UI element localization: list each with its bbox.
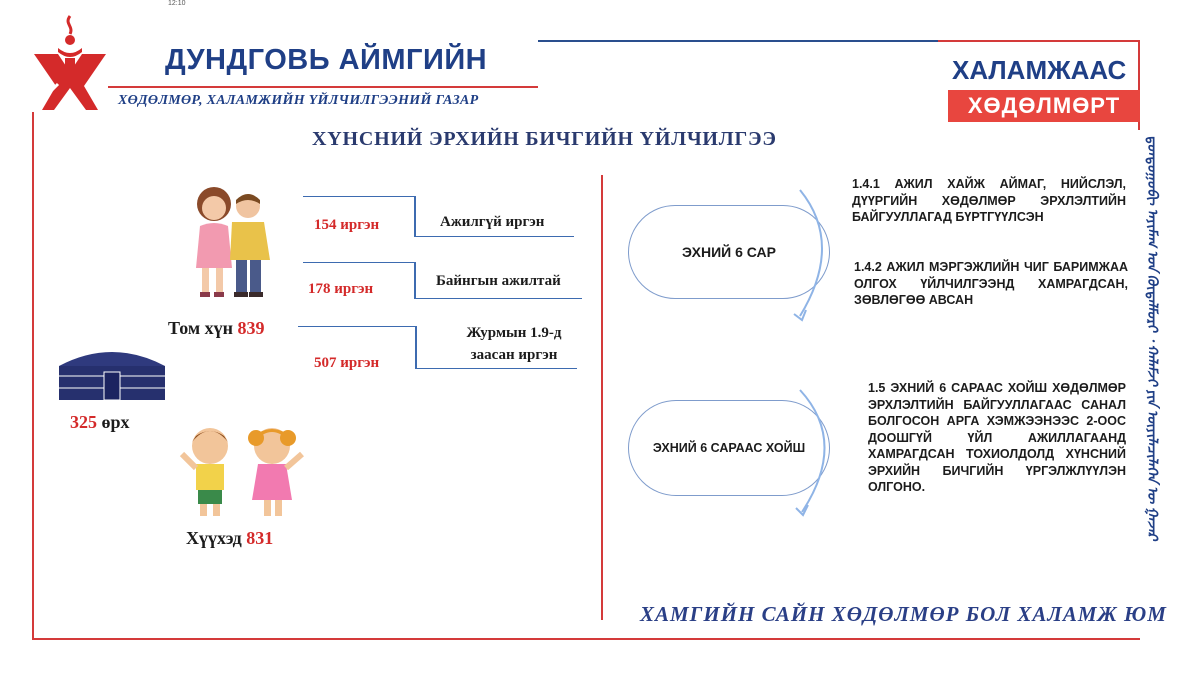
header-subtitle: ХӨДӨЛМӨР, ХАЛАМЖИЙН ҮЙЛЧИЛГЭЭНИЙ ГАЗАР bbox=[118, 93, 479, 108]
period-first-6-months: ЭХНИЙ 6 САР bbox=[628, 205, 830, 299]
vertical-script-text: ᠳ᠋ᠤᠨᠳᠤᠭᠣᠪᠢ ᠠᠶᠢᠮᠠᠭ ᠤᠨ ᠬᠥᠳᠡᠯᠮᠦᠷᠢ ᠂ ᠬᠠᠯᠠᠮᠵᠢ… bbox=[1144, 135, 1159, 541]
adults-label-text: Том хүн bbox=[168, 318, 233, 338]
period-1-item-1: 1.4.1 АЖИЛ ХАЙЖ АЙМАГ, НИЙСЛЭЛ, ДҮҮРГИЙН… bbox=[852, 177, 1126, 224]
header-title: ДУНДГОВЬ АЙМГИЙН bbox=[165, 44, 488, 76]
adults-arrow-3 bbox=[298, 326, 416, 327]
household-count: 325 bbox=[70, 412, 97, 432]
adults-arrow-2-tail bbox=[414, 298, 582, 299]
adult-couple-illustration bbox=[178, 180, 278, 298]
period-1-item-2: 1.4.2 АЖИЛ МЭРГЭЖЛИЙН ЧИГ БАРИМЖАА ОЛГОХ… bbox=[854, 260, 1128, 307]
group-label-regulation: Журмын 1.9-д заасан иргэн bbox=[466, 325, 562, 363]
period-first-6-months-label: ЭХНИЙ 6 САР bbox=[682, 244, 776, 260]
group-count-employed: 178 иргэн bbox=[308, 281, 374, 297]
group-label-unemployed: Ажилгүй иргэн bbox=[440, 214, 545, 230]
adults-arrow-3-drop bbox=[415, 326, 417, 368]
center-divider bbox=[601, 175, 603, 620]
adults-arrow-3-tail bbox=[415, 368, 577, 369]
adults-arrow-2 bbox=[303, 262, 415, 263]
adults-label: Том хүн 839 bbox=[168, 318, 265, 339]
period-after-6-months: ЭХНИЙ 6 САРААС ХОЙШ bbox=[628, 400, 830, 496]
frame-top-left-line bbox=[108, 86, 538, 88]
period-2-curve-arrow bbox=[790, 388, 850, 520]
adults-arrow-1 bbox=[303, 196, 415, 197]
period-1-curve-arrow bbox=[786, 188, 846, 326]
frame-bottom-line bbox=[32, 638, 1140, 640]
children-label-text: Хүүхэд bbox=[186, 528, 242, 548]
household-label: 325 өрх bbox=[70, 412, 130, 433]
brand-top-text: ХАЛАМЖААС bbox=[952, 55, 1127, 85]
household-unit: өрх bbox=[101, 412, 130, 432]
frame-top-right-line bbox=[938, 40, 1138, 42]
adults-count: 839 bbox=[237, 318, 265, 338]
group-count-unemployed: 154 иргэн bbox=[314, 217, 380, 233]
frame-left-line bbox=[32, 112, 34, 640]
adults-arrow-1-tail bbox=[414, 236, 574, 237]
ger-icon bbox=[55, 342, 169, 402]
organization-logo bbox=[28, 14, 112, 114]
group-count-regulation: 507 иргэн bbox=[314, 355, 380, 371]
children-count: 831 bbox=[246, 528, 274, 548]
section-title: ХҮНСНИЙ ЭРХИЙН БИЧГИЙН ҮЙЛЧИЛГЭЭ bbox=[312, 128, 777, 150]
frame-right-line bbox=[1138, 40, 1140, 130]
adults-arrow-1-drop bbox=[414, 196, 416, 236]
frame-top-blue-line bbox=[538, 40, 938, 42]
children-label: Хүүхэд 831 bbox=[186, 528, 273, 549]
top-note: 12:10 bbox=[168, 0, 186, 7]
children-illustration bbox=[178, 418, 306, 520]
brand-box: ХӨДӨЛМӨРТ bbox=[948, 90, 1140, 122]
period-after-6-months-label: ЭХНИЙ 6 САРААС ХОЙШ bbox=[652, 441, 806, 455]
slogan: ХАМГИЙН САЙН ХӨДӨЛМӨР БОЛ ХАЛАМЖ ЮМ bbox=[640, 602, 1167, 626]
period-2-item-1: 1.5 ЭХНИЙ 6 САРААС ХОЙШ ХӨДӨЛМӨР ЭРХЛЭЛТ… bbox=[868, 381, 1126, 494]
adults-arrow-2-drop bbox=[414, 262, 416, 298]
group-label-employed: Байнгын ажилтай bbox=[436, 273, 561, 289]
